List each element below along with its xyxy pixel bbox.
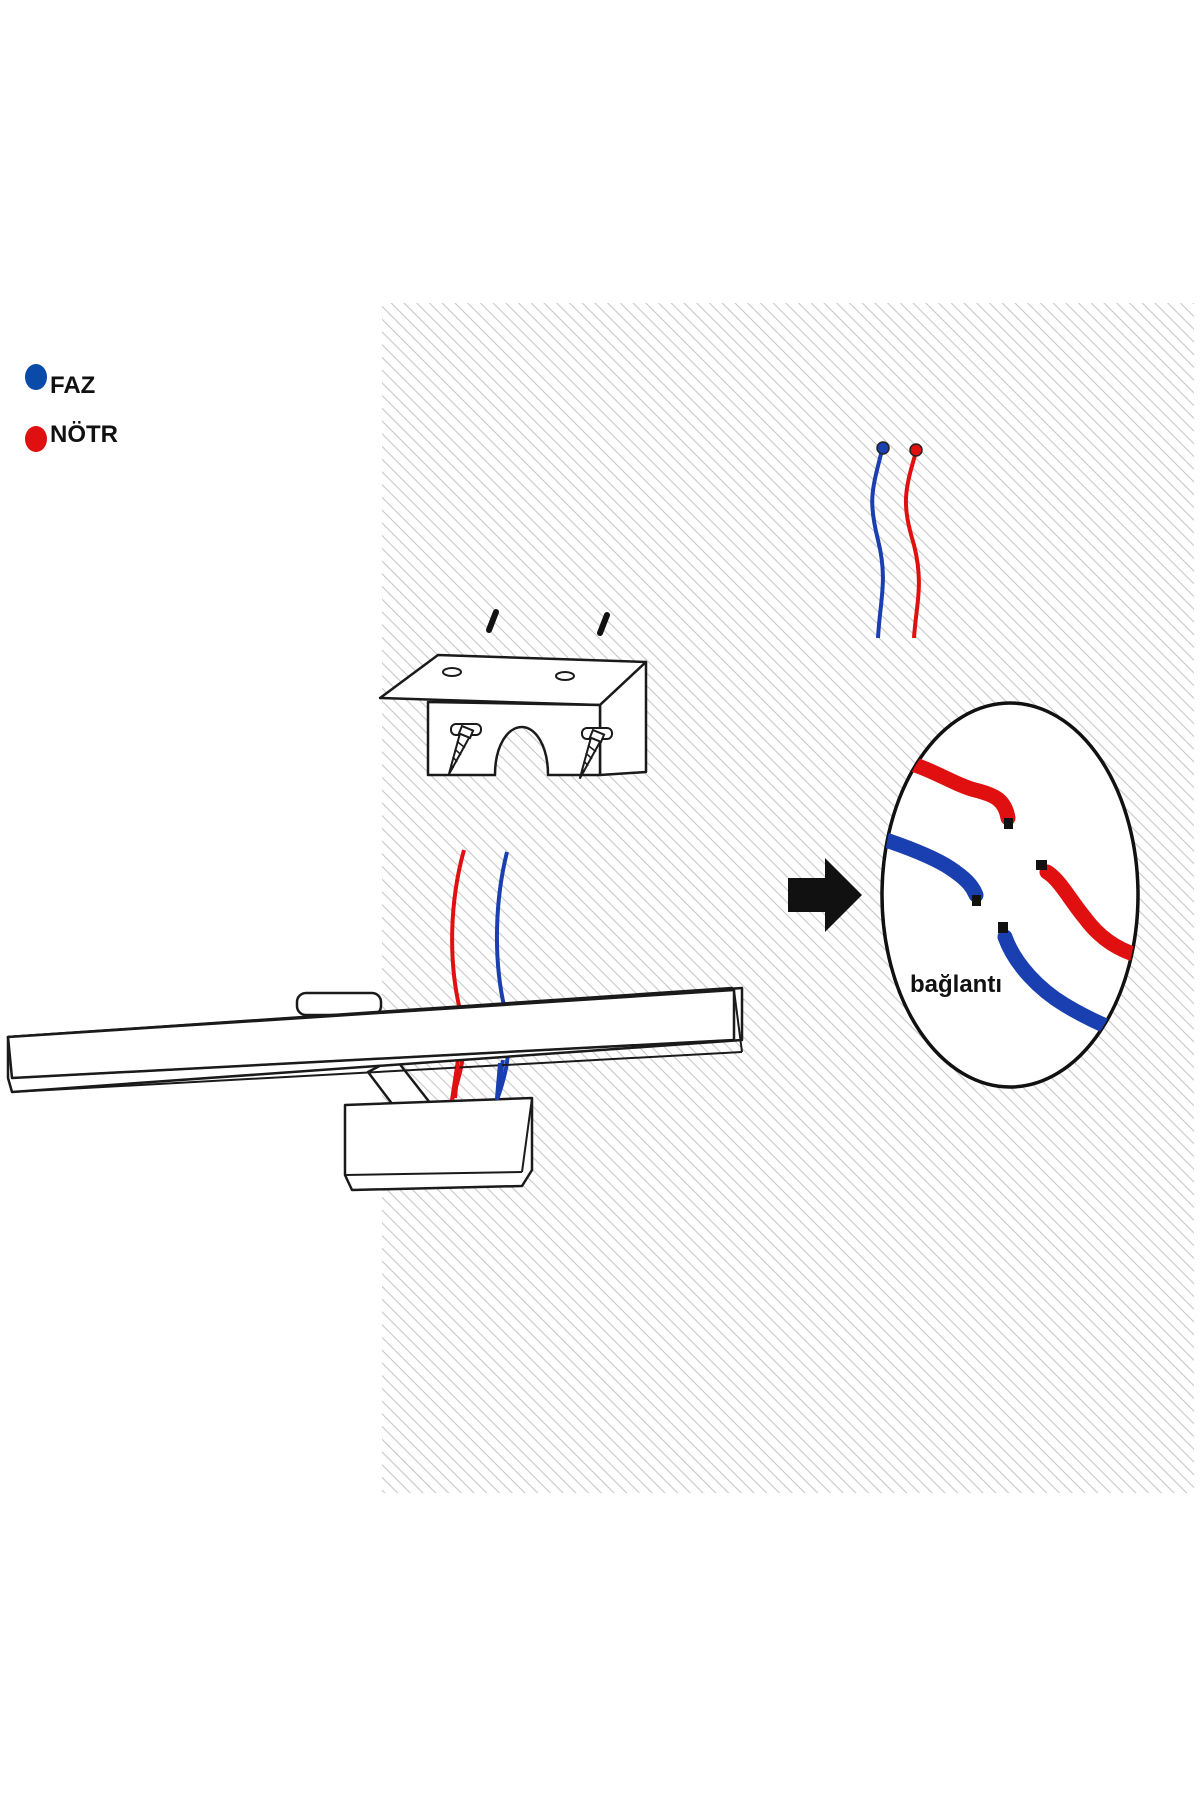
wall-phase-wire [870,449,885,639]
bracket-hole [555,671,575,681]
wall-plug-icon [597,612,610,636]
lamp-base-edge [344,1171,523,1176]
wall-phase-wire-end [876,441,890,455]
lamp-bar-edge [733,989,743,1053]
legend-label-phase: FAZ [50,372,95,399]
lamp-base [343,1096,534,1192]
detail-neutral-wire-upper [892,752,1016,826]
phase-color-dot [25,364,47,390]
detail-wire-tip [1004,818,1013,829]
legend-label-neutral: NÖTR [50,421,118,448]
legend-item-neutral: NÖTR [25,421,118,452]
wall-cables [870,441,923,639]
detail-circle [880,701,1140,1089]
lamp-bar-edge [11,1039,735,1079]
lamp-phase-wire-exit [495,1062,502,1099]
wall-plugs [486,609,610,636]
wall-neutral-wire [904,451,921,639]
detail-label: bağlantı [910,971,1002,998]
lamp-base-edge [521,1097,533,1173]
detail-phase-wire-upper [882,830,984,903]
legend-item-phase: FAZ [25,364,95,399]
wall-plug-icon [486,609,499,633]
neutral-color-dot [25,426,47,452]
bracket-front-plate [426,700,602,777]
mounting-bracket [378,653,648,780]
legend: FAZ NÖTR [25,364,118,452]
lamp-bar-edge [11,1051,743,1093]
lamp-neutral-wire-exit [453,1064,460,1099]
lamp-neutral-wire [450,849,466,1101]
bracket-hole [442,667,462,677]
screw-icon [447,724,475,776]
detail-wire-tip [998,922,1008,933]
wall-neutral-wire-end [909,443,923,457]
detail-wire-tip [972,895,981,906]
right-arrow-icon [788,858,862,932]
connection-detail: bağlantı [880,701,1140,1089]
screw-icon [578,728,606,780]
picture-lamp [6,986,744,1192]
detail-wire-tip [1036,860,1047,870]
